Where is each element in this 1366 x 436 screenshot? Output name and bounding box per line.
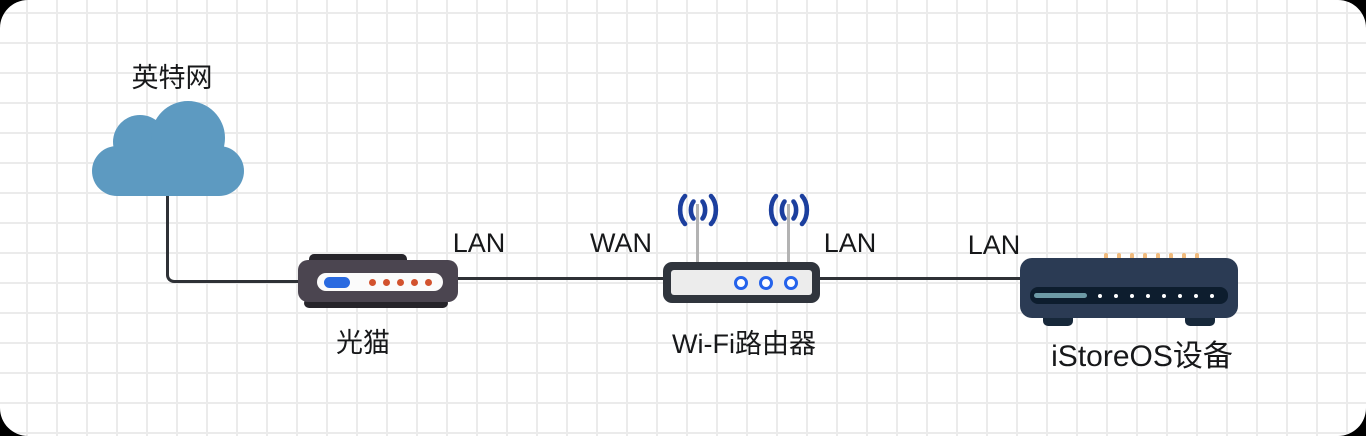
router-antenna-left [696,204,699,264]
modem-node-label: 光猫 [336,328,390,358]
istoreos-foot [1185,318,1215,326]
istoreos-node-label: iStoreOS设备 [1051,340,1233,373]
wifi-signal-icon [677,193,719,227]
cable-router-to-istoreos [820,277,1020,280]
istoreos-screen-bar [1034,293,1087,298]
cable-internet-to-modem [166,188,301,283]
modem-status-leds [369,278,432,286]
modem-node [298,254,458,308]
router-icon [663,262,820,303]
internet-cloud-icon [92,101,244,196]
internet-node-label: 英特网 [131,63,213,93]
istoreos-led-dots [1098,293,1214,298]
modem-lan-port-label: LAN [452,228,506,258]
router-wan-port-label: WAN [590,228,652,258]
router-led [734,275,748,290]
router-node-label: Wi-Fi路由器 [672,329,816,359]
modem-bottom-accent [304,298,448,308]
router-antenna-right [787,204,790,264]
istoreos-device-icon [1020,258,1238,318]
istoreos-front-panel [1030,287,1228,304]
modem-icon [298,260,458,302]
istoreos-node [1020,250,1238,326]
modem-power-led [324,276,350,288]
modem-front-panel [317,273,443,291]
router-lan-port-label: LAN [823,228,877,258]
istoreos-foot [1043,318,1073,326]
router-front-panel [671,270,812,295]
istoreos-lan-port-label: LAN [967,230,1021,260]
cable-modem-to-router [458,277,663,280]
router-led [784,275,798,290]
router-node [663,193,820,303]
router-led [759,275,773,290]
wifi-signal-icon [768,193,810,227]
